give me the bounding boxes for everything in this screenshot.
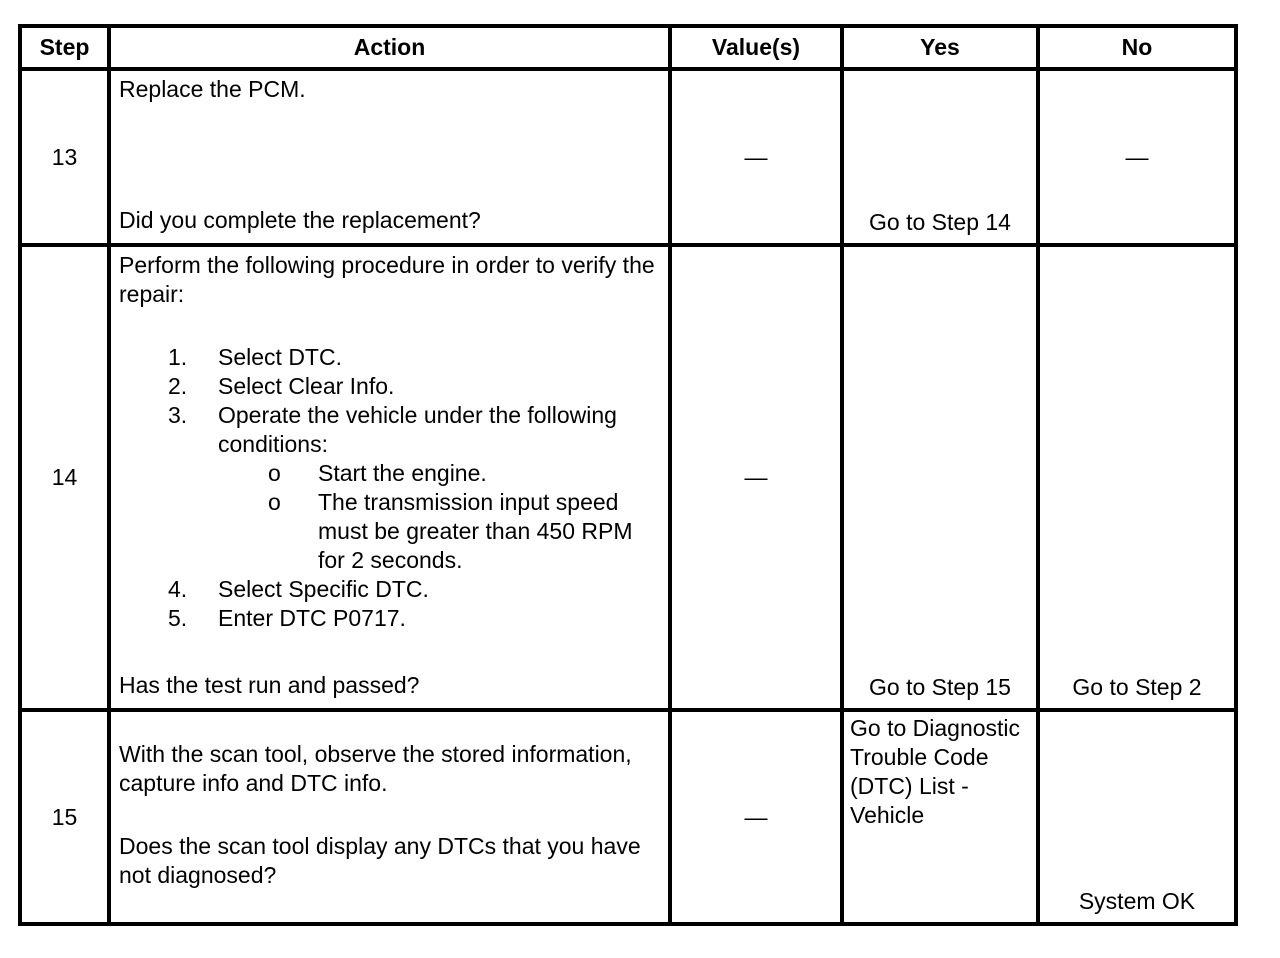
list-text: Select DTC. [218,344,342,370]
list-number: 3. [168,402,188,428]
yes-link[interactable]: Go to Step 15 [869,674,1011,700]
list-item: 3. Operate the vehicle under the followi… [119,401,660,575]
table-row: 14 Perform the following procedure in or… [18,243,1238,712]
list-text: Select Clear Info. [218,373,395,399]
value-cell: — [668,67,844,247]
yes-link[interactable]: Go to Step 14 [869,209,1011,235]
list-item: 2. Select Clear Info. [119,372,660,401]
header-yes: Yes [840,24,1040,71]
list-text: Start the engine. [318,460,487,486]
action-intro: With the scan tool, observe the stored i… [119,741,632,796]
action-cell: With the scan tool, observe the stored i… [107,708,672,926]
action-cell: Perform the following procedure in order… [107,243,672,712]
step-number: 14 [18,243,111,712]
no-link[interactable]: Go to Step 2 [1072,674,1202,700]
action-question: Does the scan tool display any DTCs that… [119,833,641,888]
conditions-list: o Start the engine. o The transmission i… [218,459,660,575]
procedure-list: 1. Select DTC. 2. Select Clear Info. 3. … [119,343,660,633]
action-intro: Replace the PCM. [119,76,306,102]
no-cell: System OK [1036,708,1238,926]
step-number: 13 [18,67,111,247]
value-cell: — [668,243,844,712]
value-dash: — [744,803,768,830]
no-dash: — [1125,143,1149,170]
no-cell: Go to Step 2 [1036,243,1238,712]
action-cell: Replace the PCM. Did you complete the re… [107,67,672,247]
action-intro: Perform the following procedure in order… [119,252,655,307]
header-row: Step Action Value(s) Yes No [18,24,1238,71]
list-item: 4. Select Specific DTC. [119,575,660,604]
yes-cell: Go to Step 15 [840,243,1040,712]
bullet: o [268,489,281,515]
bullet: o [268,460,281,486]
list-text: Enter DTC P0717. [218,605,406,631]
list-number: 1. [168,344,188,370]
list-item: o Start the engine. [218,459,660,488]
list-number: 2. [168,373,188,399]
list-item: 5. Enter DTC P0717. [119,604,660,633]
list-number: 4. [168,576,188,602]
header-no: No [1036,24,1238,71]
yes-cell: Go to Step 14 [840,67,1040,247]
table-row: 15 With the scan tool, observe the store… [18,708,1238,926]
list-item: 1. Select DTC. [119,343,660,372]
header-values: Value(s) [668,24,844,71]
table-row: 13 Replace the PCM. Did you complete the… [18,67,1238,247]
list-text: Select Specific DTC. [218,576,429,602]
value-cell: — [668,708,844,926]
value-dash: — [744,143,768,170]
value-dash: — [744,464,768,490]
no-cell: — [1036,67,1238,247]
header-step: Step [18,24,111,71]
step-number: 15 [18,708,111,926]
diagnostic-table: Step Action Value(s) Yes No 13 Replace t… [18,24,1238,926]
header-action: Action [107,24,672,71]
list-text: Operate the vehicle under the following … [218,402,617,457]
list-item: o The transmission input speed must be g… [218,488,660,575]
yes-cell: Go to Diagnostic Trouble Code (DTC) List… [840,708,1040,926]
action-question: Did you complete the replacement? [119,207,481,233]
list-number: 5. [168,605,188,631]
no-result: System OK [1078,888,1196,914]
list-text: The transmission input speed must be gre… [318,489,633,573]
action-question: Has the test run and passed? [119,672,420,698]
yes-link[interactable]: Go to Diagnostic Trouble Code (DTC) List… [850,715,1021,828]
